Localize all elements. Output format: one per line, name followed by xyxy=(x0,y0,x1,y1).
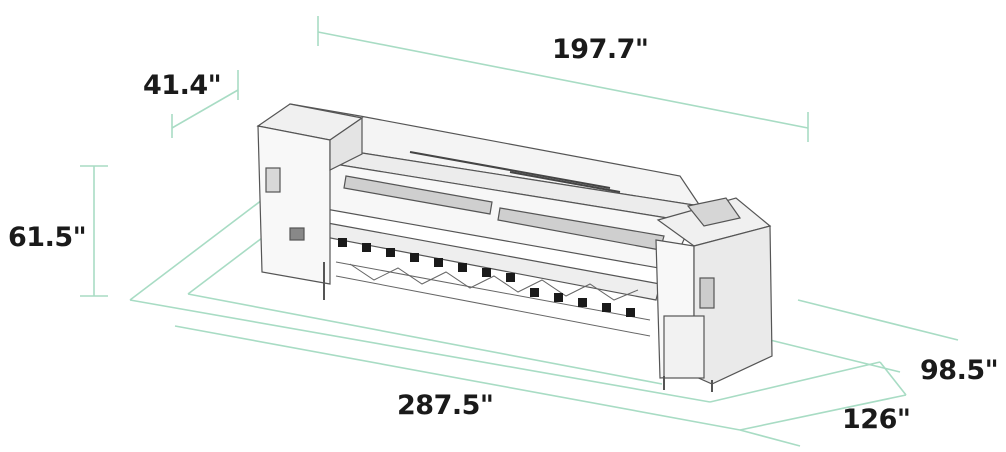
floor-right-lower xyxy=(739,394,907,431)
right-screen xyxy=(686,197,742,227)
left-cabinet-front xyxy=(257,125,331,285)
floor-right-back-2 xyxy=(769,339,901,373)
right-lower-door xyxy=(663,315,705,379)
carriage-rail xyxy=(409,151,611,189)
left-control-panel xyxy=(265,167,281,193)
width-label: 197.7" xyxy=(552,34,649,65)
floor-inner-left xyxy=(187,237,263,295)
floor-length-label: 287.5" xyxy=(397,390,494,421)
right-control-buttons xyxy=(699,277,715,309)
floor-back-left-edge xyxy=(129,199,263,301)
left-cabinet-side xyxy=(329,116,363,171)
floor-side-label: 98.5" xyxy=(920,355,999,386)
carriage-rail-2 xyxy=(509,171,621,193)
depth-label: 41.4" xyxy=(143,70,222,101)
floor-bottom-right xyxy=(739,429,801,447)
depth-dimension-line xyxy=(171,89,239,129)
left-panel-label xyxy=(289,227,305,241)
floor-right-edge xyxy=(709,361,881,403)
width-dimension-line xyxy=(317,31,809,129)
ink-blocks xyxy=(338,238,635,317)
carriage-slot-left xyxy=(343,175,493,215)
floor-front-lower xyxy=(174,325,741,431)
support-truss xyxy=(335,261,651,337)
floor-front-edge xyxy=(129,299,711,403)
printer-machine xyxy=(256,103,773,392)
height-label: 61.5" xyxy=(8,222,87,253)
floor-right-back xyxy=(797,299,959,341)
floor-depth-label: 126" xyxy=(842,404,911,435)
floor-side-dim xyxy=(879,361,907,396)
dimension-lines xyxy=(80,16,959,447)
floor-inner-front xyxy=(187,293,663,385)
